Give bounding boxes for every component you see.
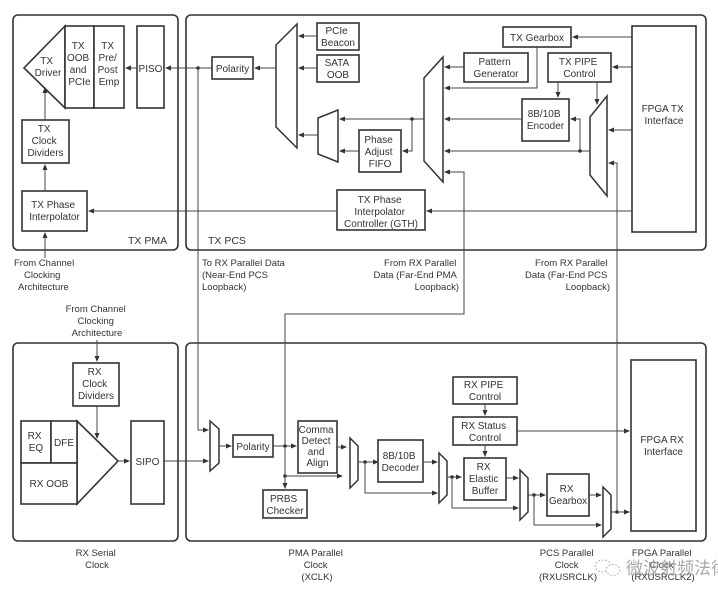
tx-pipe-control-label: TX PIPE Control (559, 57, 600, 80)
rx-oob-label: RX OOB (30, 479, 69, 490)
tx-oob-pcie-label: TX OOB and PCIe (67, 41, 92, 88)
watermark: 微波射频法律 (594, 559, 718, 578)
pma-parallel-clock-label: PMA Parallel Clock (XCLK) (288, 548, 345, 583)
near-end-pcs-loopback-label: To RX Parallel Data (Near-End PCS Loopba… (202, 258, 288, 293)
rx-loopback-mux (209, 419, 220, 473)
rx-polarity-label: Polarity (236, 442, 269, 453)
fpga-tx-interface-label: FPGA TX Interface (642, 104, 687, 127)
rx-pma-region (12, 342, 179, 542)
far-end-pma-loopback-label: From RX Parallel Data (Far-End PMA Loopb… (373, 258, 459, 293)
rx-gearbox-block (546, 473, 590, 517)
rx-pipe-control-block (452, 376, 518, 405)
pcs-parallel-clock-label: PCS Parallel Clock (RXUSRCLK) (539, 548, 597, 583)
tx-gearbox-label: TX Gearbox (510, 33, 564, 44)
phase-adjust-fifo-label: Phase Adjust FIFO (364, 135, 395, 170)
tx-polarity-label: Polarity (216, 64, 249, 75)
rx-clock-dividers-label: RX Clock Dividers (78, 367, 114, 402)
tx-polarity-block (211, 56, 254, 80)
rx-decoder-bypass-mux (438, 451, 448, 505)
sata-oob-label: SATA OOB (325, 58, 352, 81)
tx-pre-post-emp-label: TX Pre/ Post Emp (98, 41, 121, 88)
phase-adjust-fifo-block (358, 129, 402, 173)
rx-gearbox-bypass-mux (602, 485, 612, 539)
dfe-block (50, 420, 78, 464)
piso-block (136, 25, 165, 109)
fpga-tx-interface-block (631, 25, 697, 233)
watermark-text: 微波射频法律 (626, 559, 718, 578)
pcie-beacon-block (316, 22, 360, 51)
tx-pre-post-emp-block (93, 25, 125, 109)
tx-driver-group: TX Driver TX OOB and PCIe TX Pre/ Post E… (22, 24, 125, 110)
sata-oob-block (316, 54, 360, 83)
dfe-label: DFE (54, 438, 74, 449)
sipo-label: SIPO (136, 457, 160, 468)
pcie-beacon-label: PCIe Beacon (321, 26, 355, 49)
rx-serial-clock-label: RX Serial Clock (76, 548, 119, 571)
rx-elastic-buffer-block (463, 457, 507, 501)
tx-pcs-label: TX PCS (208, 235, 246, 247)
wechat-icon (594, 559, 621, 576)
far-end-pcs-loopback-label: From RX Parallel Data (Far-End PCS Loopb… (525, 258, 610, 293)
pattern-generator-label: Pattern Generator (473, 57, 519, 80)
fpga-rx-interface-block (630, 359, 697, 532)
tx-pi-controller-label: TX Phase Interpolator Controller (GTH) (344, 195, 418, 230)
rx-oob-block (20, 462, 78, 505)
rx-elastic-buffer-label: RX Elastic Buffer (469, 462, 501, 497)
prbs-checker-block (262, 489, 308, 519)
tx-clock-dividers-label: TX Clock Dividers (27, 124, 63, 159)
rx-gearbox-label: RX Gearbox (549, 484, 587, 507)
tx-data-path-mux (423, 55, 444, 184)
tx-pma-region (12, 14, 179, 251)
tx-oob-pcie-block (64, 25, 95, 109)
prbs-checker-label: PRBS Checker (266, 494, 304, 517)
piso-label: PISO (139, 64, 163, 75)
rx-clock-dividers-block (72, 362, 120, 407)
rx-buffer-bypass-mux (519, 468, 529, 522)
rx-pipe-control-label: RX PIPE Control (464, 380, 506, 403)
tx-output-mux (275, 22, 298, 150)
tx-pma-label: TX PMA (128, 235, 167, 247)
encoder-8b10b-block (521, 98, 570, 142)
tx-phase-interpolator-block (21, 190, 88, 232)
pattern-generator-block (463, 52, 529, 83)
fpga-parallel-clock-label: FPGA Parallel Clock (RXUSRCLK2) (631, 548, 694, 583)
from-channel-clocking-tx: From Channel Clocking Architecture (14, 258, 77, 293)
rx-eq-label: RX EQ (28, 431, 45, 454)
sipo-block (130, 420, 165, 505)
tx-pipe-control-block (547, 52, 612, 83)
tx-input-mux (589, 93, 608, 199)
fpga-rx-interface-label: FPGA RX Interface (640, 435, 686, 458)
comma-detect-align-label: Comma Detect and Align (299, 425, 337, 469)
decoder-8b10b-label: 8B/10B Decoder (382, 451, 420, 474)
tx-pcs-region (185, 14, 707, 251)
tx-fifo-bypass-mux (317, 108, 339, 164)
rx-status-control-label: RX Status Control (461, 421, 509, 444)
decoder-8b10b-block (377, 439, 424, 483)
encoder-8b10b-label: 8B/10B Encoder (527, 109, 565, 132)
tx-phase-interpolator-label: TX Phase Interpolator (29, 200, 80, 223)
tx-driver-label: TX Driver (35, 56, 62, 79)
rx-pcs-region (185, 342, 707, 542)
comma-detect-align-block (297, 420, 338, 474)
tx-pi-controller-block (336, 189, 426, 231)
rx-comma-bypass-mux (349, 436, 359, 490)
from-channel-clocking-rx: From Channel Clocking Architecture (66, 304, 129, 339)
rx-eq-block (20, 420, 52, 464)
